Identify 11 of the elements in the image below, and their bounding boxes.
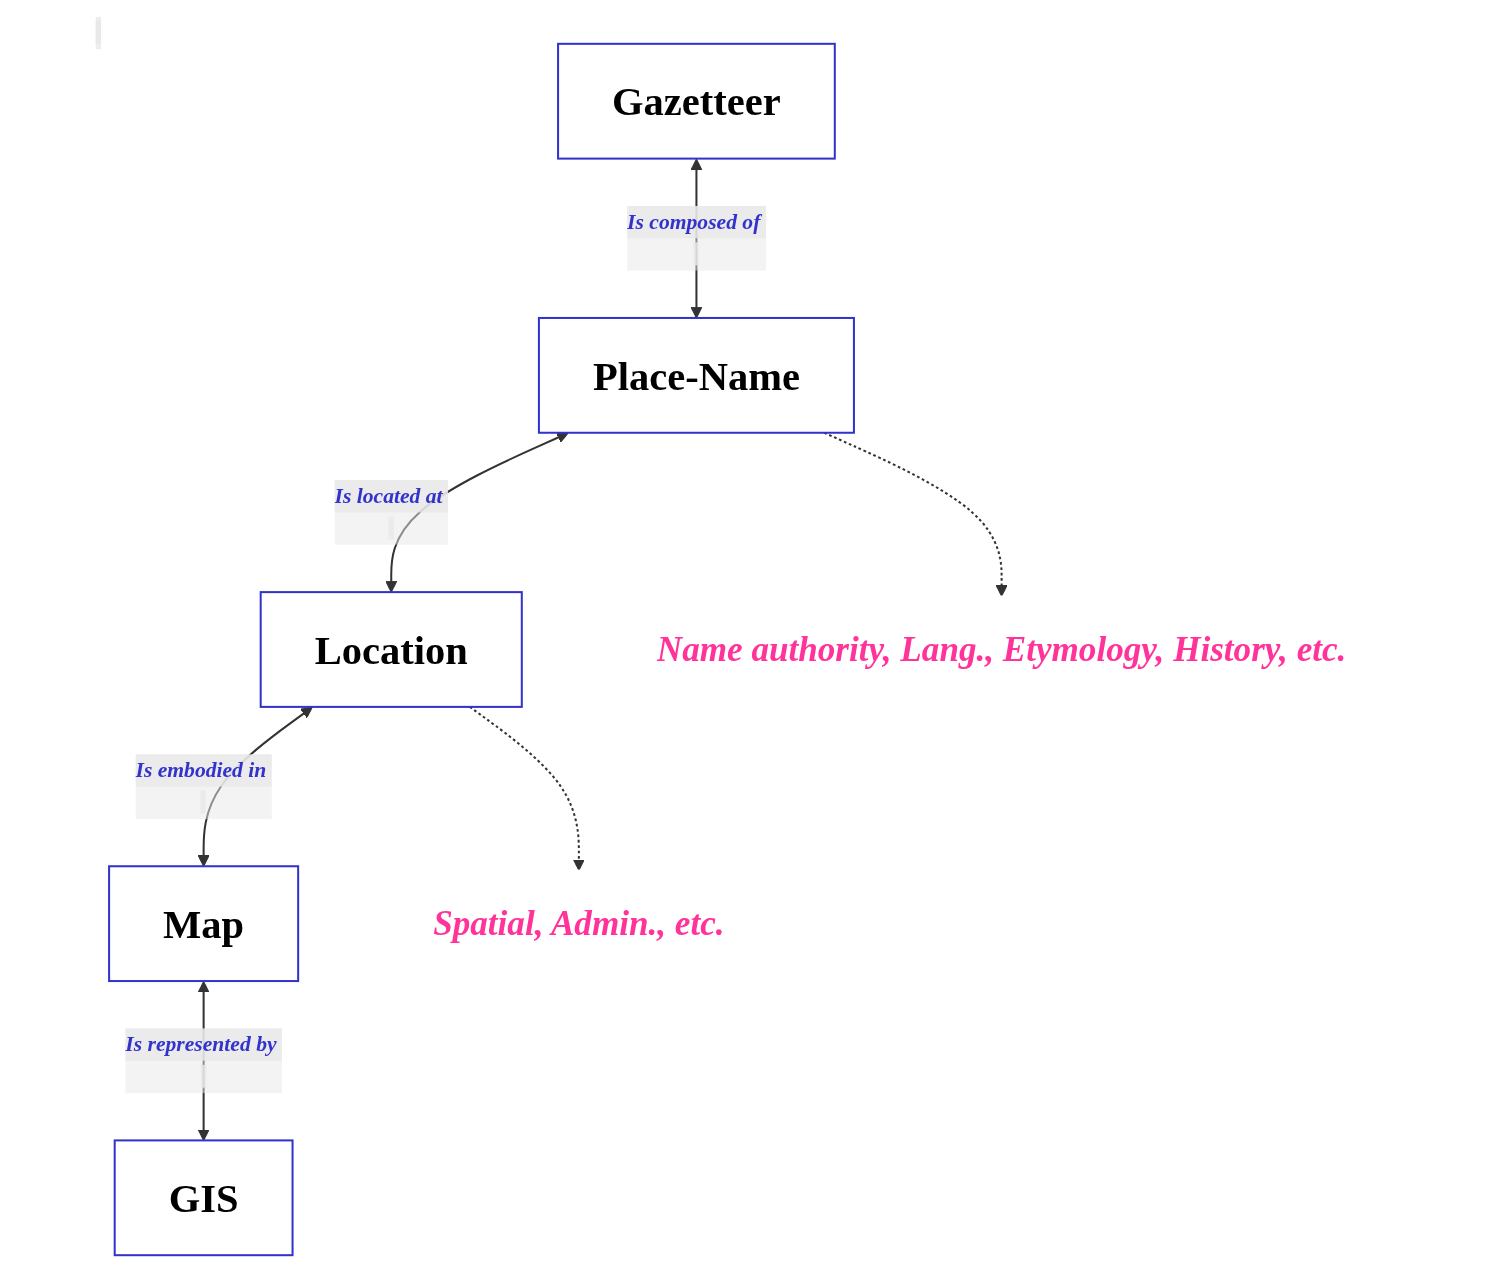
edge-label: Is located at	[334, 483, 443, 507]
node-box: Map	[107, 864, 299, 982]
edge-label: Is composed of	[626, 209, 760, 233]
node-text: Name authority, Lang., Etymology, History, etc.	[656, 629, 1346, 669]
node-box: Location	[259, 590, 523, 708]
edge-label: Is embodied in	[135, 757, 266, 781]
node-box: Gazetteer	[556, 42, 836, 160]
node-box: GIS	[113, 1138, 294, 1256]
edge-label: Is represented by	[124, 1031, 277, 1055]
node-box: Place-Name	[537, 316, 855, 434]
node-text: Spatial, Admin., etc.	[432, 903, 725, 943]
